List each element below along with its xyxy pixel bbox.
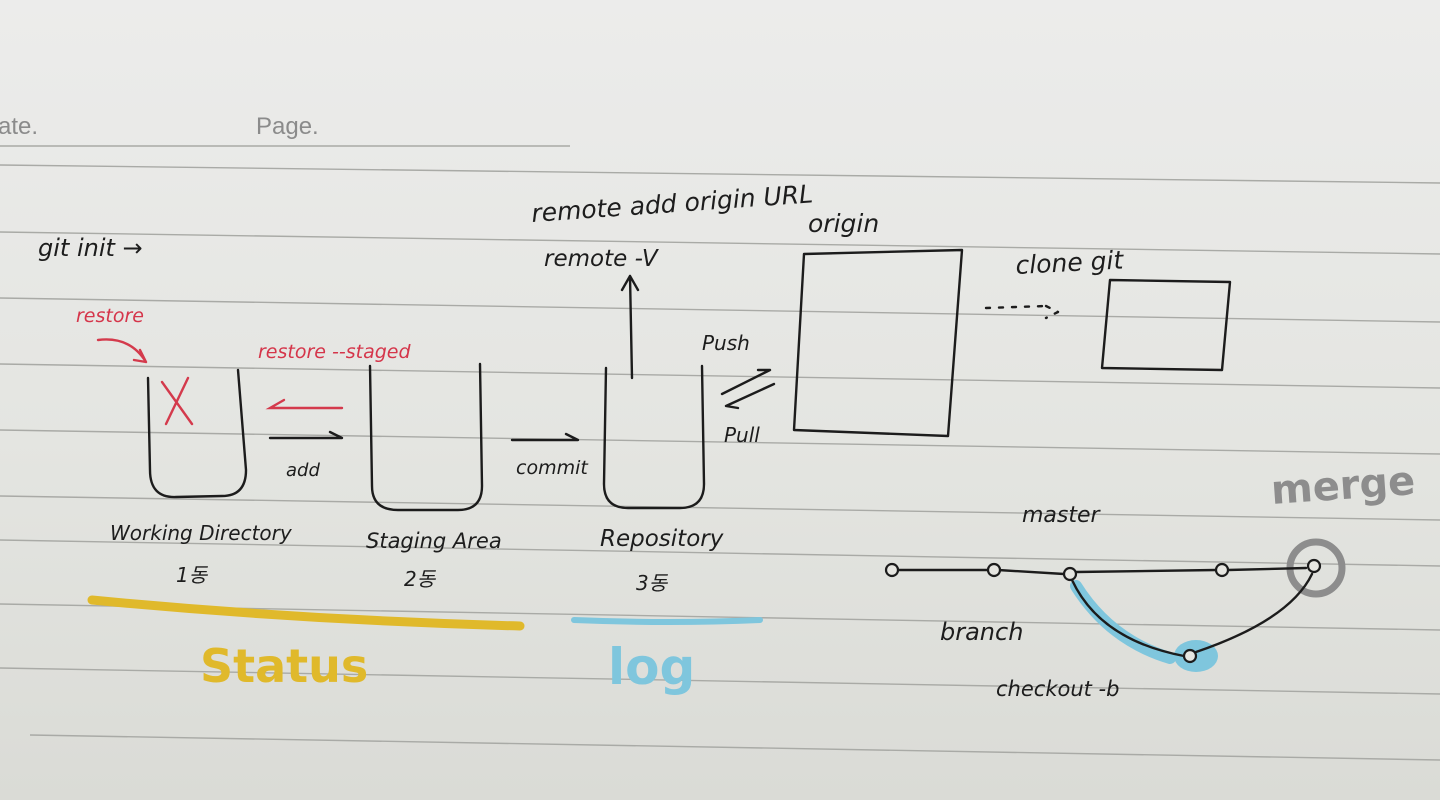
push-arrow bbox=[720, 368, 772, 396]
origin-box bbox=[792, 248, 964, 438]
remote-v-label: remote -V bbox=[544, 246, 660, 272]
log-underline bbox=[571, 617, 763, 625]
notebook-rules bbox=[0, 145, 1440, 761]
commit-node bbox=[1214, 562, 1230, 578]
remote-add-origin-label: remote add origin URL bbox=[530, 179, 814, 228]
date-label: ate. bbox=[0, 113, 38, 140]
master-label: master bbox=[1022, 503, 1102, 528]
master-line bbox=[894, 566, 1308, 576]
pull-arrow bbox=[724, 382, 776, 410]
remote-up-arrow bbox=[620, 274, 640, 380]
add-label: add bbox=[286, 460, 320, 481]
merge-commit-node bbox=[1306, 558, 1322, 574]
clone-arrow bbox=[984, 304, 1060, 320]
restore-arrow bbox=[96, 338, 148, 364]
checkout-label: checkout -b bbox=[996, 677, 1119, 701]
branch-highlight bbox=[1070, 580, 1176, 664]
staging-area-bucket bbox=[368, 362, 484, 512]
log-label: log bbox=[608, 638, 695, 696]
pull-label: Pull bbox=[724, 423, 760, 447]
restore-staged-label: restore --staged bbox=[258, 341, 411, 363]
clone-label: clone git bbox=[1015, 245, 1125, 280]
branch-commit-node bbox=[1182, 648, 1198, 664]
push-label: Push bbox=[702, 331, 750, 355]
commit-node bbox=[1062, 566, 1078, 582]
working-directory-index: 1동 bbox=[176, 563, 209, 587]
cloned-repository-box bbox=[1100, 278, 1232, 372]
origin-label: origin bbox=[808, 209, 879, 238]
commit-label: commit bbox=[516, 457, 589, 479]
branch-line bbox=[1070, 578, 1186, 658]
staging-area-index: 2동 bbox=[404, 567, 437, 591]
restore-label: restore bbox=[76, 305, 144, 327]
status-label: Status bbox=[200, 639, 368, 693]
repository-bucket bbox=[602, 364, 706, 510]
staging-area-label: Staging Area bbox=[366, 529, 502, 553]
repository-label: Repository bbox=[600, 526, 724, 552]
commit-arrow bbox=[510, 432, 580, 442]
working-directory-bucket bbox=[146, 368, 248, 499]
merge-label: merge bbox=[1269, 458, 1416, 514]
branch-label: branch bbox=[940, 618, 1023, 646]
git-init-note: git init → bbox=[38, 234, 143, 262]
restore-staged-arrow bbox=[265, 398, 344, 410]
commit-node bbox=[884, 562, 900, 578]
merge-line bbox=[1194, 572, 1314, 654]
working-directory-label: Working Directory bbox=[110, 521, 293, 545]
commit-node bbox=[986, 562, 1002, 578]
status-underline bbox=[87, 595, 525, 631]
add-arrow bbox=[268, 430, 344, 440]
repository-index: 3동 bbox=[636, 571, 669, 595]
discard-mark-icon bbox=[160, 376, 194, 426]
page-label: Page. bbox=[256, 113, 319, 140]
